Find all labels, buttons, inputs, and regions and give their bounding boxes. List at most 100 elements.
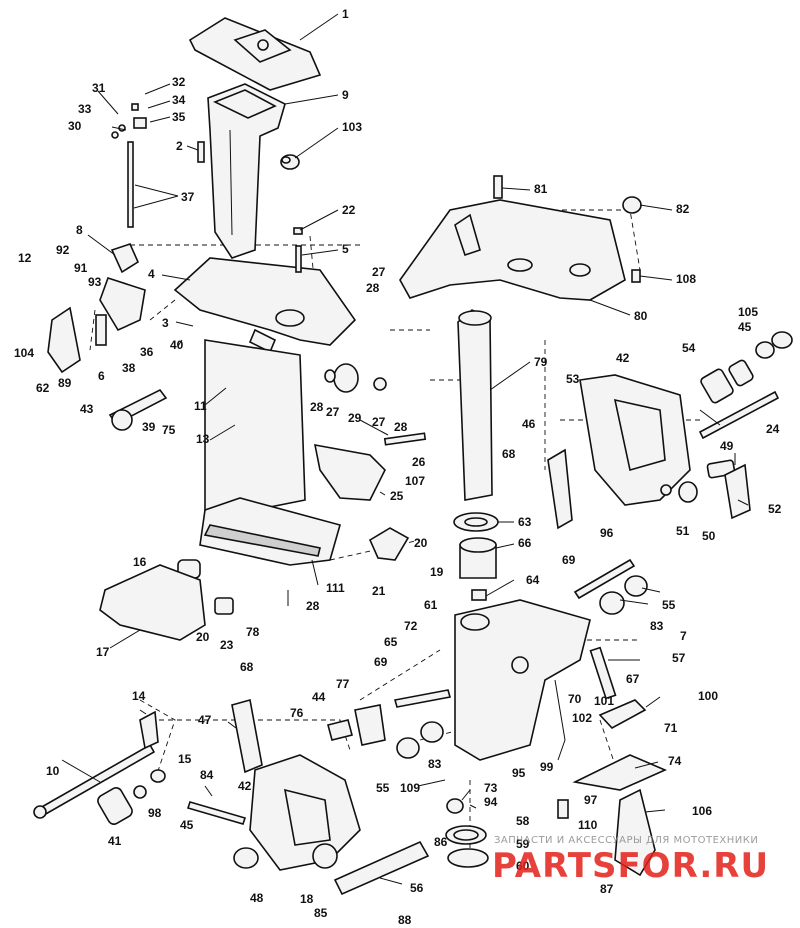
callout-87: 87 <box>600 882 614 896</box>
callout-79: 79 <box>534 355 548 369</box>
callout-46: 46 <box>522 417 536 431</box>
part-nut-86 <box>446 798 464 814</box>
part-clamp-bracket-48 <box>249 754 361 871</box>
part-bushing-66 <box>459 537 497 579</box>
part-washer-55b <box>396 737 420 759</box>
part-bushing-103 <box>280 154 300 170</box>
callout-38: 38 <box>122 361 136 375</box>
callout-51: 51 <box>676 524 690 538</box>
part-clip-14 <box>139 710 159 750</box>
part-shim-64 <box>471 589 487 601</box>
callout-92: 92 <box>56 243 70 257</box>
callout-107: 107 <box>405 474 425 488</box>
callout-97: 97 <box>584 793 598 807</box>
callout-100: 100 <box>698 689 718 703</box>
watermark: ЗАПЧАСТИ И АКСЕССУАРЫ ДЛЯ МОТОТЕХНИКИ PA… <box>492 835 768 886</box>
callout-27a: 27 <box>372 265 386 279</box>
callout-109: 109 <box>400 781 420 795</box>
callout-40: 40 <box>170 338 184 352</box>
callout-57: 57 <box>672 651 686 665</box>
callout-74: 74 <box>668 754 682 768</box>
callout-28d: 28 <box>306 599 320 613</box>
callout-71: 71 <box>664 721 678 735</box>
part-washer-98 <box>133 785 147 799</box>
callout-8: 8 <box>76 223 83 237</box>
part-hardware-30-35 <box>111 103 147 228</box>
part-exhaust-body-111 <box>199 339 341 566</box>
callout-101: 101 <box>594 694 614 708</box>
callout-20a: 20 <box>414 536 428 550</box>
callout-16: 16 <box>133 555 147 569</box>
part-link-47 <box>231 698 263 774</box>
callout-5: 5 <box>342 242 349 256</box>
callout-47: 47 <box>198 713 212 727</box>
part-swivel-bracket-80 <box>399 199 626 301</box>
callout-14: 14 <box>132 689 146 703</box>
callout-42a: 42 <box>616 351 630 365</box>
callout-95: 95 <box>512 766 526 780</box>
callout-85: 85 <box>314 906 328 920</box>
callout-23: 23 <box>220 638 234 652</box>
part-bushing-83b <box>420 721 444 743</box>
part-bolt-84 <box>186 801 247 825</box>
callout-93: 93 <box>88 275 102 289</box>
part-bolt-26 <box>383 432 427 446</box>
callout-36: 36 <box>140 345 154 359</box>
callout-7: 7 <box>680 629 687 643</box>
part-bushing-29 <box>324 363 387 393</box>
callout-3: 3 <box>162 316 169 330</box>
callout-82: 82 <box>676 202 690 216</box>
callout-45a: 45 <box>738 320 752 334</box>
callout-48: 48 <box>250 891 264 905</box>
part-fitting-108 <box>631 269 641 283</box>
callout-96: 96 <box>600 526 614 540</box>
part-sleeve-54 <box>700 359 754 404</box>
part-bracket-77 <box>354 704 386 746</box>
part-screw-2 <box>197 141 205 163</box>
leader-lines <box>61 13 749 885</box>
callout-60: 60 <box>516 859 530 873</box>
part-lever-74 <box>572 754 667 791</box>
callout-31: 31 <box>92 81 106 95</box>
callout-33: 33 <box>78 102 92 116</box>
callout-88: 88 <box>398 913 412 927</box>
part-plate-76 <box>327 719 353 741</box>
callout-58: 58 <box>516 814 530 828</box>
callout-22: 22 <box>342 203 356 217</box>
callout-105: 105 <box>738 305 758 319</box>
callout-55b: 55 <box>376 781 390 795</box>
callout-86: 86 <box>434 835 448 849</box>
callout-84: 84 <box>200 768 214 782</box>
callout-67: 67 <box>626 672 640 686</box>
part-plate-52 <box>724 463 751 520</box>
callout-61: 61 <box>424 598 438 612</box>
callout-19: 19 <box>430 565 444 579</box>
callout-83b: 83 <box>428 757 442 771</box>
callout-55a: 55 <box>662 598 676 612</box>
callout-63: 63 <box>518 515 532 529</box>
callout-70: 70 <box>568 692 582 706</box>
callout-30: 30 <box>68 119 82 133</box>
callout-68b: 68 <box>240 660 254 674</box>
part-washer-50 <box>678 481 698 503</box>
callout-49: 49 <box>720 439 734 453</box>
callout-1: 1 <box>342 7 349 21</box>
callout-64: 64 <box>526 573 540 587</box>
callout-102: 102 <box>572 711 592 725</box>
part-steering-shaft-79 <box>457 309 493 501</box>
callout-13: 13 <box>196 432 210 446</box>
callout-37: 37 <box>181 190 195 204</box>
callout-111: 111 <box>326 581 345 595</box>
part-seal-60 <box>447 848 489 868</box>
callout-81: 81 <box>534 182 548 196</box>
part-cap-78 <box>214 597 234 615</box>
part-washer-63 <box>453 512 499 532</box>
part-bushing-83a <box>599 591 625 615</box>
callout-108: 108 <box>676 272 696 286</box>
callout-29: 29 <box>348 411 362 425</box>
part-cover-25 <box>313 444 386 501</box>
callout-78: 78 <box>246 625 260 639</box>
part-nut-45b <box>233 847 259 869</box>
part-link-46 <box>547 448 573 530</box>
